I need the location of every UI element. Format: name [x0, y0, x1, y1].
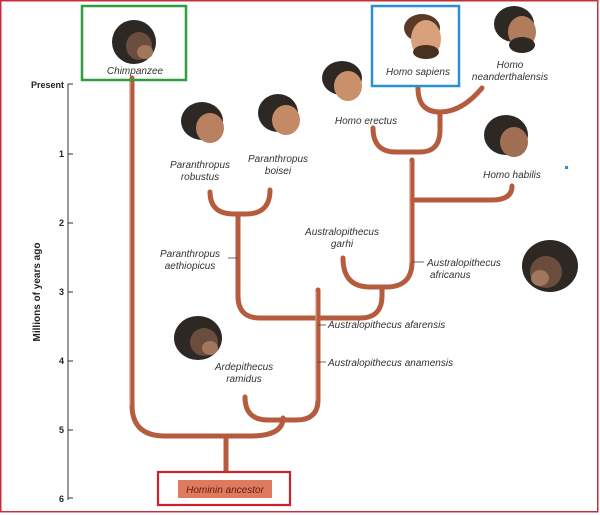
chimpanzee-head-icon	[112, 20, 156, 64]
human-head-icon	[258, 94, 300, 135]
phylogeny-branches	[129, 75, 515, 483]
axis-title: Millions of years ago	[32, 243, 43, 342]
label-p-robustus-genus: Paranthropus	[170, 160, 230, 171]
homo-sapiens-highlight-box	[370, 4, 461, 88]
label-homo-neanderthalensis-species: neanderthalensis	[472, 72, 548, 83]
branch-erectus-fork	[370, 109, 443, 155]
human-head-icon	[181, 102, 224, 143]
chimpanzee-highlight-box	[80, 4, 188, 82]
marker-dot	[565, 166, 568, 169]
branch-garhi-africanus	[340, 255, 415, 290]
label-a-africanus-species: africanus	[430, 270, 471, 281]
label-ardipithecus-genus: Ardepithecus	[214, 362, 273, 373]
label-homo-neanderthalensis-genus: Homo	[497, 60, 524, 71]
label-a-africanus-genus: Australopithecus	[426, 258, 501, 269]
chimpanzee-head-icon	[174, 316, 222, 360]
ancestor-fill-box	[178, 480, 272, 498]
branch-paranthropus-robustus-boisei	[207, 187, 273, 217]
label-chimpanzee: Chimpanzee	[107, 66, 164, 77]
human-head-icon	[404, 14, 441, 59]
branch-habilis	[409, 183, 515, 203]
branch-root-split	[129, 75, 286, 439]
label-a-afarensis: Australopithecus afarensis	[327, 320, 445, 331]
human-head-icon	[484, 115, 528, 157]
axis-tick-label-2: 2	[59, 218, 64, 228]
label-ardipithecus-species: ramidus	[226, 374, 262, 385]
taxon-labels: Chimpanzee Homo sapiens Homo neanderthal…	[107, 60, 548, 385]
human-head-icon	[494, 6, 536, 53]
label-a-garhi-species: garhi	[331, 239, 354, 250]
human-head-icon	[322, 61, 362, 101]
label-hominin-ancestor: Hominin ancestor	[186, 485, 264, 496]
label-p-boisei-species: boisei	[265, 166, 292, 177]
time-axis: Present 1 2 3 4 5 6 Millions of years ag…	[31, 80, 73, 504]
label-p-robustus-species: robustus	[181, 172, 219, 183]
axis-tick-label-6: 6	[59, 494, 64, 504]
label-p-boisei-genus: Paranthropus	[248, 154, 308, 165]
branch-ardipithecus-fork	[242, 394, 321, 423]
label-homo-erectus: Homo erectus	[335, 116, 397, 127]
axis-tick-label-1: 1	[59, 149, 64, 159]
axis-tick-label-3: 3	[59, 287, 64, 297]
hominin-ancestor-node: Hominin ancestor	[156, 470, 292, 507]
branch-sapiens-neanderthal-fork	[415, 85, 485, 115]
axis-tick-label-5: 5	[59, 425, 64, 435]
chimpanzee-head-icon	[522, 240, 578, 292]
label-homo-sapiens: Homo sapiens	[386, 67, 450, 78]
branch-paranthropus-homo-split	[235, 262, 385, 321]
axis-tick-label-present: Present	[31, 80, 64, 90]
label-a-anamensis: Australopithecus anamensis	[327, 358, 453, 369]
label-homo-habilis: Homo habilis	[483, 170, 541, 181]
label-p-aethiopicus-genus: Paranthropus	[160, 249, 220, 260]
label-p-aethiopicus-species: aethiopicus	[165, 261, 216, 272]
label-a-garhi-genus: Australopithecus	[304, 227, 379, 238]
axis-tick-label-4: 4	[59, 356, 64, 366]
label-connectors	[228, 257, 424, 363]
